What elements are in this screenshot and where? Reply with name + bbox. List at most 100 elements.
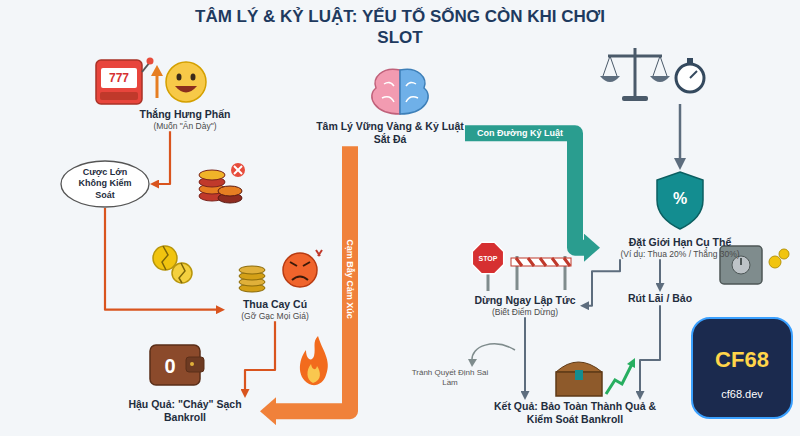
flow-arrow xyxy=(659,259,661,283)
brain-icon xyxy=(372,69,400,114)
chip-stack-icon xyxy=(199,170,225,180)
angry-face-icon xyxy=(303,262,310,266)
up-arrow-icon xyxy=(151,65,163,76)
node-note: (Muốn "Ăn Dày") xyxy=(153,121,216,131)
broken-coins-icon xyxy=(153,246,192,283)
edge-label: Cạm Bẫy Cảm Xúc xyxy=(345,239,355,319)
edge-label: Con Đường Kỷ Luật xyxy=(477,128,563,138)
node-heading: Thua Cay Cú xyxy=(243,298,307,311)
step-label: Rút Lãi / Bảo xyxy=(615,292,705,305)
slot-machine-icon xyxy=(147,58,154,65)
coin-stack-icon xyxy=(239,266,265,274)
icon-text: 777 xyxy=(109,71,129,85)
broken-coins-icon xyxy=(153,246,177,270)
band-arrow xyxy=(276,146,350,411)
step-label: Tâm Lý Vững Vàng & Kỷ Luật Sắt Đá xyxy=(315,120,465,146)
up-arrow-icon xyxy=(151,65,163,98)
flow-arrow xyxy=(640,305,660,391)
wallet-icon xyxy=(150,345,204,385)
brain-icon xyxy=(400,69,428,114)
node-note: (Gỡ Gạc Mọi Giá) xyxy=(241,311,308,321)
step-label: Dừng Ngay Lập Tức(Biết Điểm Dừng) xyxy=(470,294,580,317)
treasure-chest-icon xyxy=(575,370,583,380)
slot-machine-icon xyxy=(96,58,154,105)
flow-arrow xyxy=(589,259,620,305)
node-note: (Ví dụ: Thua 20% / Thắng 30%) xyxy=(620,249,739,259)
fire-icon xyxy=(307,364,319,383)
treasure-chest-icon xyxy=(627,358,635,368)
watermark: CF68 xyxy=(715,347,769,373)
icon-text: 0 xyxy=(164,355,175,378)
stopwatch-icon xyxy=(676,58,704,92)
node-heading: Cược Lớn Không Kiểm Soát xyxy=(70,167,140,201)
watermark: cf68.dev xyxy=(721,388,763,400)
watermark-badge xyxy=(692,318,792,418)
scale-icon xyxy=(660,56,667,76)
treasure-chest-icon xyxy=(606,364,632,394)
angry-face-icon xyxy=(283,250,322,287)
node-heading: Hậu Quả: "Cháy" Sạch Bankroll xyxy=(110,398,260,424)
slot-machine-icon xyxy=(96,60,142,104)
down-arrow xyxy=(674,158,686,170)
scale-icon xyxy=(653,56,660,76)
smiley-icon xyxy=(166,62,206,102)
node-heading: Tâm Lý Vững Vàng & Kỷ Luật Sắt Đá xyxy=(315,120,465,146)
coin-stack-icon xyxy=(239,266,265,292)
chip-stack-icon xyxy=(218,186,242,196)
scale-icon xyxy=(600,76,620,82)
scale-icon xyxy=(610,56,617,76)
smiley-icon xyxy=(175,86,197,93)
chip-stack-icon xyxy=(199,163,245,203)
speech-bubble: Cược Lớn Không Kiểm Soát xyxy=(60,160,150,208)
barrier-icon xyxy=(511,258,571,266)
up-arrow-icon xyxy=(156,74,159,98)
broken-coins-icon xyxy=(179,263,185,283)
shield-icon xyxy=(657,172,703,229)
smiley-icon xyxy=(191,74,196,81)
icon-text: STOP xyxy=(479,255,498,262)
loop-arrow xyxy=(472,344,515,362)
broken-coins-icon xyxy=(172,263,192,283)
flow-arrow xyxy=(105,208,216,310)
wallet-icon xyxy=(186,357,204,372)
flow-arrow xyxy=(159,131,170,184)
safe-icon xyxy=(769,256,781,268)
scale-icon xyxy=(608,55,662,58)
brain-icon xyxy=(372,69,428,114)
angry-face-icon xyxy=(292,277,308,281)
bubble-outline xyxy=(61,161,149,207)
node-heading: Rút Lãi / Bảo xyxy=(628,292,692,305)
broken-coins-icon xyxy=(162,246,168,270)
wallet-icon xyxy=(150,345,200,385)
barrier-icon xyxy=(516,258,570,266)
stop-sign-icon xyxy=(472,242,503,291)
fire-icon xyxy=(300,336,328,385)
stopwatch-icon xyxy=(690,71,697,78)
treasure-chest-icon xyxy=(556,358,635,396)
brain-icon xyxy=(382,82,418,102)
icon-text: % xyxy=(673,190,687,208)
smiley-icon xyxy=(177,74,182,81)
step-label: Thắng Hưng Phấn(Muốn "Ăn Dày") xyxy=(130,108,240,131)
fire-icon xyxy=(300,336,328,385)
chip-stack-icon xyxy=(231,163,245,177)
scale-icon xyxy=(650,76,670,82)
step-label: Hậu Quả: "Cháy" Sạch Bankroll xyxy=(110,398,260,424)
angry-face-icon xyxy=(316,250,322,256)
barrier-icon xyxy=(511,256,571,290)
flow-arrow xyxy=(524,317,526,391)
smiley-icon xyxy=(166,62,206,102)
flow-arrow xyxy=(245,321,275,389)
slot-machine-icon xyxy=(100,92,138,100)
watermark-badge xyxy=(692,318,792,418)
stopwatch-icon xyxy=(687,58,693,63)
step-label: Đặt Giới Hạn Cụ Thể(Ví dụ: Thua 20% / Th… xyxy=(600,236,760,259)
scale-icon xyxy=(600,48,670,101)
stopwatch-icon xyxy=(676,64,704,92)
down-arrow xyxy=(679,104,682,160)
angry-face-icon xyxy=(283,253,317,287)
slot-machine-icon xyxy=(101,68,137,88)
safe-icon xyxy=(740,258,742,265)
